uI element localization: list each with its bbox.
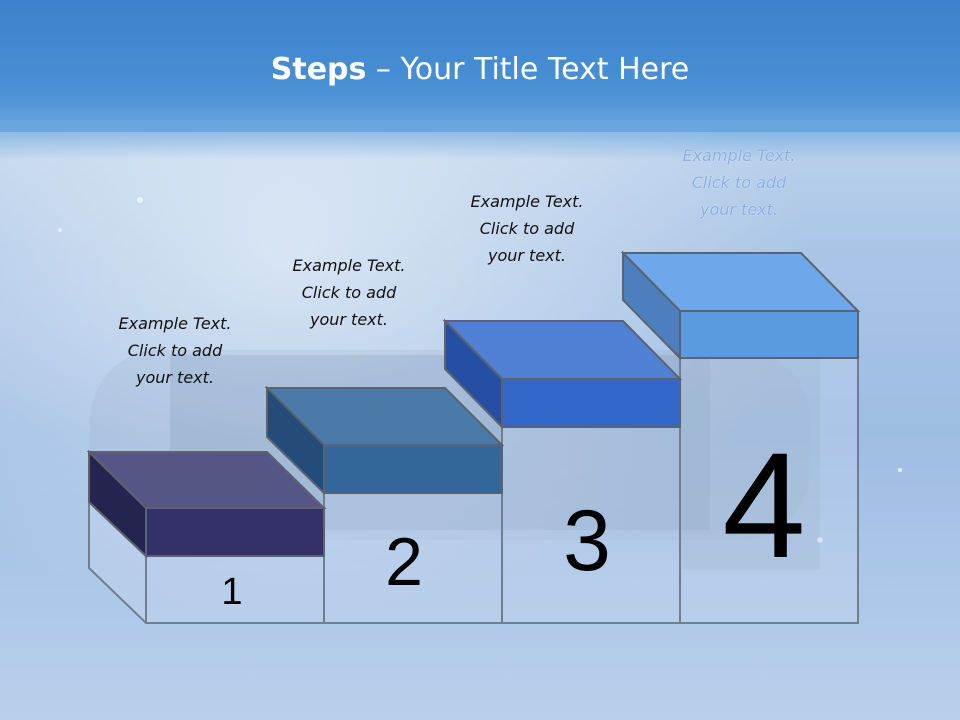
step-3-text[interactable]: Example Text. Click to add your text.: [447, 188, 607, 269]
step-3-line-2: Click to add: [479, 219, 575, 238]
step-1-block[interactable]: [86, 449, 327, 559]
step-1-text[interactable]: Example Text. Click to add your text.: [95, 310, 255, 391]
title-bold: Steps: [270, 52, 367, 87]
title-bar: [0, 0, 960, 132]
step-4-number: 4: [722, 421, 805, 589]
step-2-block[interactable]: [264, 385, 505, 496]
step-1-block-front: [145, 507, 325, 557]
step-3-number: 3: [563, 493, 611, 589]
title-rest: – Your Title Text Here: [366, 52, 690, 87]
step-3-line-3: your text.: [487, 246, 566, 265]
slide-title[interactable]: Steps – Your Title Text Here: [0, 52, 960, 87]
step-3-block-front: [501, 378, 681, 428]
step-1-number: 1: [221, 571, 242, 613]
step-1-line-1: Example Text.: [118, 314, 232, 333]
step-2-number: 2: [385, 524, 423, 600]
step-2-line-2: Click to add: [301, 283, 397, 302]
step-4-line-3: your text.: [699, 200, 778, 219]
step-3-line-1: Example Text.: [470, 192, 584, 211]
step-4-line-1: Example Text.: [682, 146, 796, 165]
step-3-block[interactable]: [442, 318, 683, 430]
step-4-line-2: Click to add: [691, 173, 787, 192]
step-4-text[interactable]: Example Text. Click to add your text.: [659, 142, 819, 223]
step-2-line-1: Example Text.: [292, 256, 406, 275]
title-fade: [0, 120, 960, 160]
step-4-block[interactable]: [620, 250, 861, 361]
step-1-line-2: Click to add: [127, 341, 223, 360]
step-2-block-front: [323, 444, 503, 494]
step-2-text[interactable]: Example Text. Click to add your text.: [269, 252, 429, 333]
step-2-line-3: your text.: [309, 310, 388, 329]
step-4-block-front: [679, 310, 859, 359]
step-1-line-3: your text.: [135, 368, 214, 387]
